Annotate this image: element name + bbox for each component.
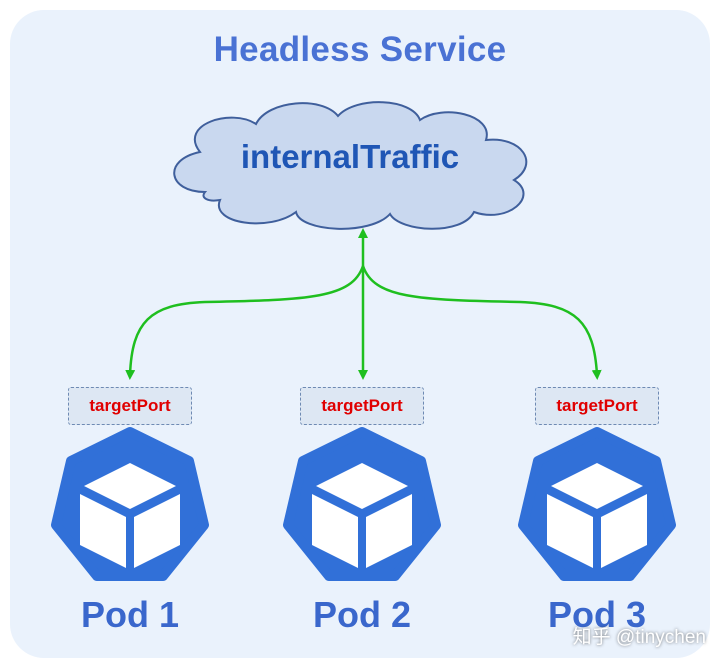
traffic-arrows bbox=[125, 228, 602, 380]
diagram-title: Headless Service bbox=[213, 30, 507, 69]
kubernetes-pod-icon bbox=[51, 427, 209, 581]
pod-label-1: Pod 1 bbox=[80, 594, 179, 635]
target-port-box-1: targetPort bbox=[68, 387, 192, 425]
pod-label-3: Pod 3 bbox=[547, 594, 646, 635]
kubernetes-pod-icon bbox=[518, 427, 676, 581]
arrow-to-pod-1 bbox=[125, 265, 365, 380]
watermark: 知乎 @tinychen bbox=[572, 627, 706, 648]
cloud-label: internalTraffic bbox=[240, 138, 460, 175]
arrow-to-pod-3 bbox=[361, 265, 602, 380]
cloud-shape bbox=[173, 101, 528, 230]
target-port-box-2: targetPort bbox=[300, 387, 424, 425]
target-port-box-3: targetPort bbox=[535, 387, 659, 425]
pod-label-2: Pod 2 bbox=[312, 594, 411, 635]
kubernetes-pod-icon bbox=[283, 427, 441, 581]
